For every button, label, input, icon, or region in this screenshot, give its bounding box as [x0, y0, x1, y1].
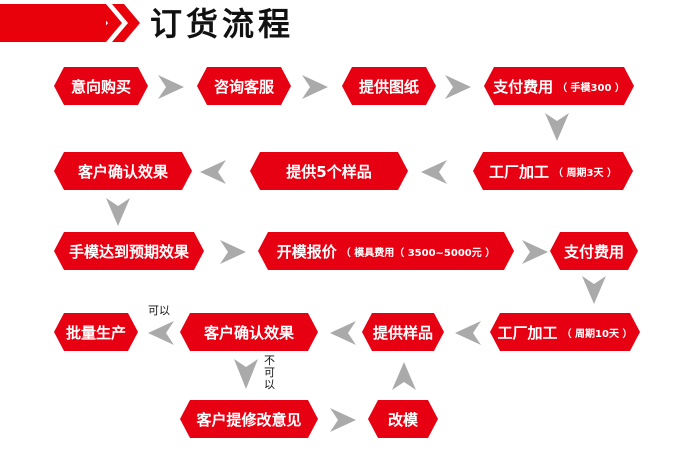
arrow-left-icon [330, 321, 356, 345]
step-modify-mold: 改模 [368, 400, 438, 438]
step-mass-production: 批量生产 [54, 313, 138, 351]
step-provide-samples: 提供样品 [362, 313, 444, 351]
arrow-left-icon [200, 160, 226, 184]
step-intent-purchase: 意向购买 [54, 67, 148, 105]
arrow-left-icon [148, 321, 174, 345]
step-factory-processing-3d: 工厂加工（ 周期3天 ） [473, 152, 633, 190]
arrow-left-icon [421, 160, 447, 184]
step-mold-quotation: 开模报价（ 模具费用（ 3500~5000元 ） [258, 232, 514, 270]
arrow-right-icon [445, 75, 471, 99]
arrow-right-icon [158, 75, 184, 99]
step-consult-service: 咨询客服 [197, 67, 291, 105]
arrow-right-icon [220, 240, 246, 264]
arrow-right-icon [330, 408, 356, 432]
step-hand-model-meets-expectation: 手模达到预期效果 [54, 232, 204, 270]
step-pay-fee-hand-model: 支付费用（ 手模300 ） [484, 67, 634, 105]
step-customer-confirm-2: 客户确认效果 [180, 313, 318, 351]
double-chevron-icon [92, 4, 140, 42]
step-factory-processing-10d: 工厂加工（ 周期10天 ） [490, 313, 640, 351]
arrow-right-icon [302, 75, 328, 99]
step-customer-confirm-1: 客户确认效果 [54, 152, 192, 190]
step-pay-fee-mold: 支付费用 [550, 232, 638, 270]
arrow-down-icon [582, 276, 606, 304]
header-bar [0, 4, 106, 42]
step-customer-revision-request: 客户提修改意见 [180, 400, 318, 438]
page-title: 订货流程 [150, 5, 295, 43]
arrow-down-icon [234, 359, 258, 389]
arrow-right-icon [522, 240, 548, 264]
step-provide-drawing: 提供图纸 [342, 67, 436, 105]
arrow-down-icon [106, 198, 130, 226]
arrow-left-icon [455, 321, 481, 345]
arrow-up-icon [392, 362, 416, 390]
label-yes: 可以 [148, 304, 170, 317]
step-provide-5-samples: 提供5个样品 [250, 152, 408, 190]
arrow-down-icon [545, 113, 569, 141]
label-no: 不可以 [264, 354, 275, 391]
